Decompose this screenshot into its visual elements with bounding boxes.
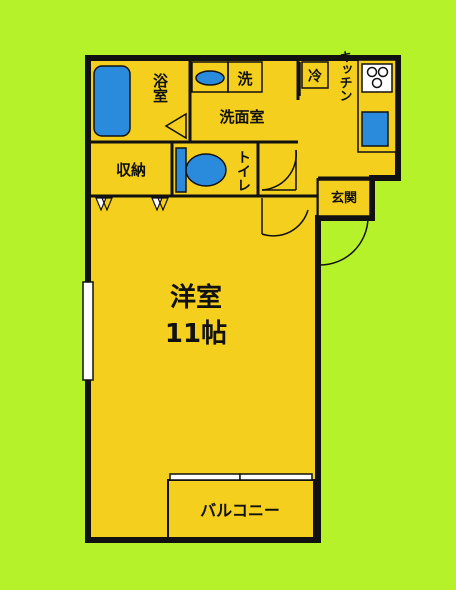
balcony-area <box>167 479 315 539</box>
sink-icon <box>361 111 389 147</box>
balcony-window <box>169 473 313 481</box>
label-toilet: トイレ <box>235 150 251 192</box>
stove-icon <box>361 63 393 93</box>
toilet-icon <box>175 147 227 193</box>
washbasin-icon <box>195 70 225 86</box>
bath-drain-icon <box>164 112 187 140</box>
entrance-step <box>317 179 371 217</box>
wash-partitions <box>191 61 301 96</box>
label-balcony: バルコニー <box>200 501 280 520</box>
label-western-room-size: 11帖 <box>165 319 227 349</box>
floor-area <box>88 58 398 540</box>
bathtub-icon <box>93 65 131 137</box>
label-washroom: 洗面室 <box>219 108 264 126</box>
label-storage: 収納 <box>116 161 146 179</box>
fridge-box <box>301 61 329 89</box>
label-fridge: 冷 <box>308 68 322 85</box>
label-western-room: 洋室 <box>170 282 222 313</box>
label-washing-machine: 洗 <box>237 70 252 88</box>
left-window <box>82 281 94 381</box>
outer-wall <box>85 55 401 543</box>
closet-door-marks <box>95 197 169 212</box>
label-bath: 浴室 <box>151 72 169 103</box>
label-entrance: 玄関 <box>331 190 357 206</box>
label-kitchen: キッチン <box>337 50 352 102</box>
